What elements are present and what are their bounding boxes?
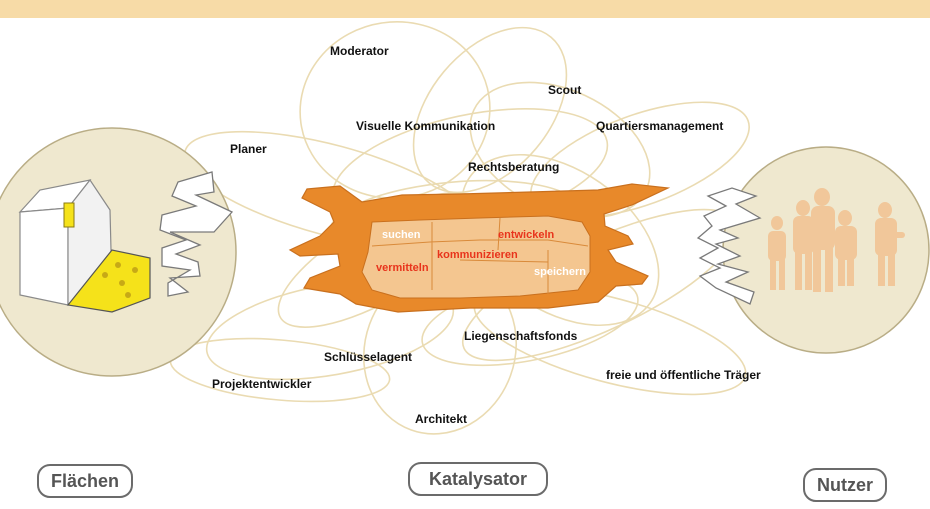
flaechen-circle: [0, 127, 237, 377]
role-freie-traeger: freie und öffentliche Träger: [606, 368, 761, 382]
activity-entwickeln: entwickeln: [498, 229, 555, 241]
role-visuelle-kommunikation: Visuelle Kommunikation: [356, 119, 496, 133]
role-projektentwickler: Projektentwickler: [212, 377, 312, 391]
people-silhouettes-icon: [768, 188, 905, 292]
connector-teeth: [159, 171, 762, 305]
role-schluesselagent: Schlüsselagent: [324, 350, 413, 364]
activity-speichern: speichern: [534, 266, 586, 278]
role-liegenschaftsfonds: Liegenschaftsfonds: [464, 329, 578, 343]
role-rechtsberatung: Rechtsberatung: [468, 160, 560, 174]
role-planer: Planer: [230, 142, 267, 156]
label-flaechen: Flächen: [37, 464, 133, 498]
activity-suchen: suchen: [382, 229, 421, 241]
label-nutzer: Nutzer: [803, 468, 887, 502]
activity-kommunizieren: kommunizieren: [437, 249, 518, 261]
label-katalysator: Katalysator: [408, 462, 548, 496]
top-bar: [0, 0, 930, 18]
role-quartiersmanagement: Quartiersmanagement: [596, 119, 724, 133]
role-scout: Scout: [548, 83, 582, 97]
role-moderator: Moderator: [330, 44, 389, 58]
katalysator-shape: [288, 183, 671, 313]
nutzer-circle: [722, 146, 930, 354]
role-architekt: Architekt: [415, 412, 468, 426]
activity-vermitteln: vermitteln: [376, 262, 429, 274]
